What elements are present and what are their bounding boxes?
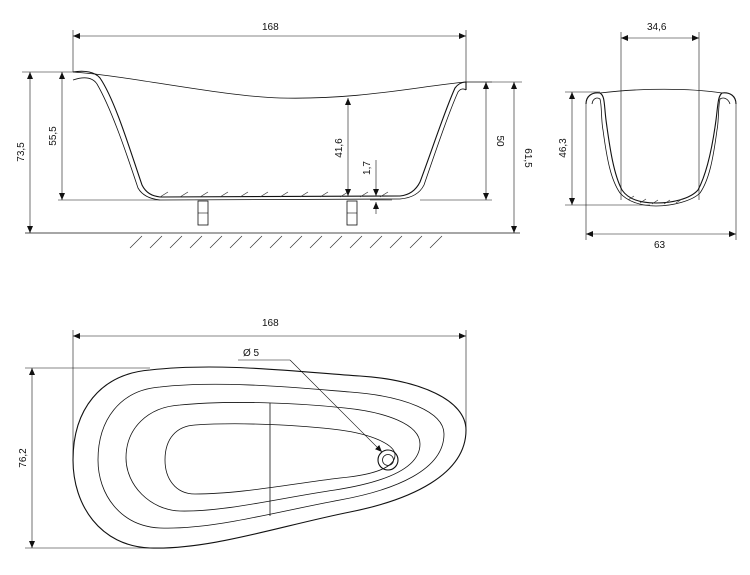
tub-inner-profile	[72, 77, 467, 201]
dim-side-length: 168	[262, 22, 279, 33]
dim-plan-width: 76,2	[18, 448, 29, 468]
plan-rim-contour	[97, 383, 445, 529]
end-rim	[599, 88, 723, 94]
dim-drain-diameter: Ø 5	[243, 348, 260, 359]
dim-side-height-inner: 55,5	[48, 126, 59, 146]
tub-foot-right	[346, 200, 358, 226]
floor-hatch	[129, 235, 443, 249]
dim-side-depth: 41,6	[334, 138, 345, 158]
tub-outer-profile	[72, 70, 467, 198]
dim-foot-gap: 1,7	[362, 161, 373, 175]
dim-side-height-right-inner: 50	[494, 135, 505, 147]
dim-end-outer-width: 63	[654, 240, 666, 251]
plan-bottom-basin	[164, 423, 396, 495]
plan-view: Ø 5 168 76,2	[18, 318, 467, 549]
plan-inner-basin	[125, 402, 421, 512]
tub-rim	[72, 71, 467, 99]
tub-foot-left	[197, 200, 209, 226]
side-view: 168 73,5 55,5 41,6 1,7 50 61,5	[16, 22, 533, 249]
dim-end-inner-width: 34,6	[647, 22, 667, 33]
tub-bottom-hatch	[159, 191, 389, 198]
end-inner-profile	[591, 97, 731, 207]
end-outer-profile	[585, 92, 737, 204]
drain-icon	[377, 449, 399, 471]
dim-side-height-right-total: 61,5	[522, 148, 533, 168]
dim-side-height-total: 73,5	[16, 142, 27, 162]
dim-plan-length: 168	[262, 318, 279, 329]
dim-end-inner-depth: 46,3	[558, 138, 569, 158]
plan-outer-contour	[72, 366, 467, 549]
end-view: 34,6 46,3 63	[558, 22, 737, 251]
